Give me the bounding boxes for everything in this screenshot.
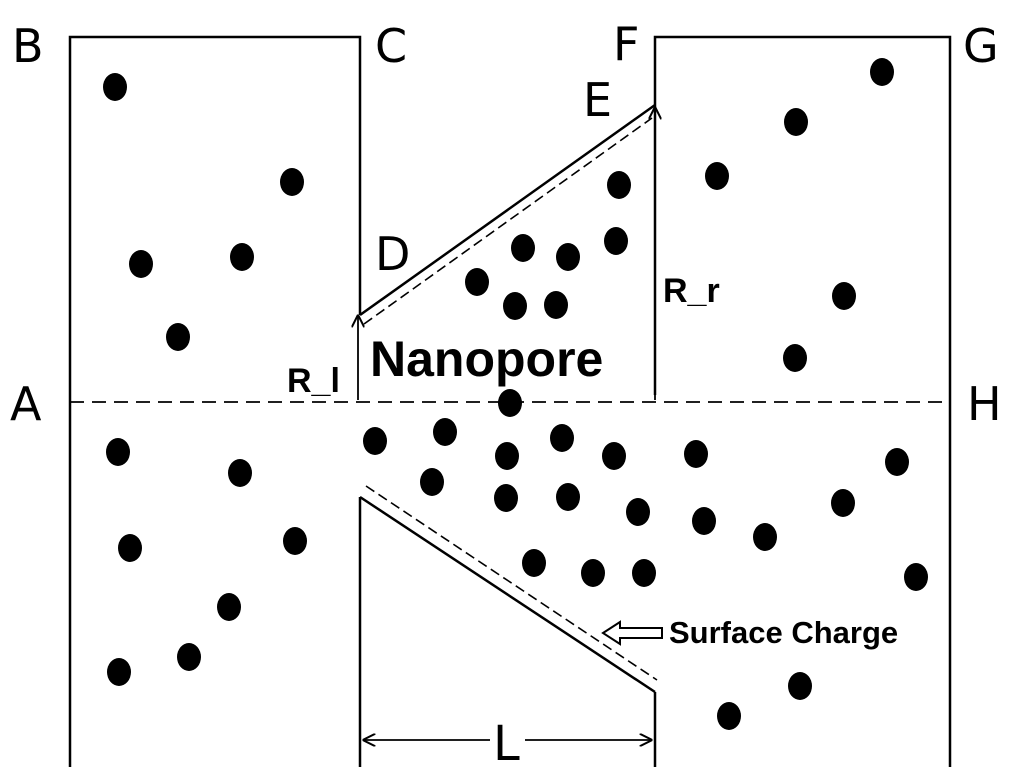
particle [544,291,568,319]
particle [556,243,580,271]
surface-charge-arrow-icon [601,620,663,646]
particle [280,168,304,196]
particle [228,459,252,487]
particle [177,643,201,671]
particle [363,427,387,455]
particle [832,282,856,310]
particle [581,559,605,587]
upper-surface-charge-layer [363,117,653,325]
particle [705,162,729,190]
particle [604,227,628,255]
particle [494,484,518,512]
particle [717,702,741,730]
particle [692,507,716,535]
particle [753,523,777,551]
particle [522,549,546,577]
particle [684,440,708,468]
corner-label-a: A [10,377,42,431]
corner-label-e: E [583,73,612,127]
particle [788,672,812,700]
particle [465,268,489,296]
particle [783,344,807,372]
particle [550,424,574,452]
particle [103,73,127,101]
particle [420,468,444,496]
particle [498,389,522,417]
particle [495,442,519,470]
particle [607,171,631,199]
corner-label-c: C [375,19,407,73]
particle [784,108,808,136]
particle [118,534,142,562]
surface-charge-label: Surface Charge [669,615,898,650]
nanopore-label: Nanopore [370,331,603,387]
radius-left-label: R_l [287,362,340,400]
radius-right-label: R_r [663,272,720,310]
corner-label-f: F [613,17,639,71]
particle [217,593,241,621]
particle [107,658,131,686]
corner-label-b: B [12,19,44,73]
particle [632,559,656,587]
corner-label-d: D [375,227,410,281]
particle [870,58,894,86]
particle [904,563,928,591]
particle [503,292,527,320]
particle [626,498,650,526]
upper-pore-wall [359,103,656,317]
corner-label-h: H [967,377,1002,431]
particle [885,448,909,476]
particle-group [103,58,928,730]
particle [106,438,130,466]
particle [230,243,254,271]
length-label: L [493,716,520,767]
particle [166,323,190,351]
lower-surface-charge-layer [365,485,658,681]
particle [556,483,580,511]
particle [283,527,307,555]
particle [831,489,855,517]
corner-label-g: G [963,19,999,73]
particle [433,418,457,446]
particle [511,234,535,262]
lower-pore-wall [359,495,656,694]
particle [129,250,153,278]
particle [602,442,626,470]
